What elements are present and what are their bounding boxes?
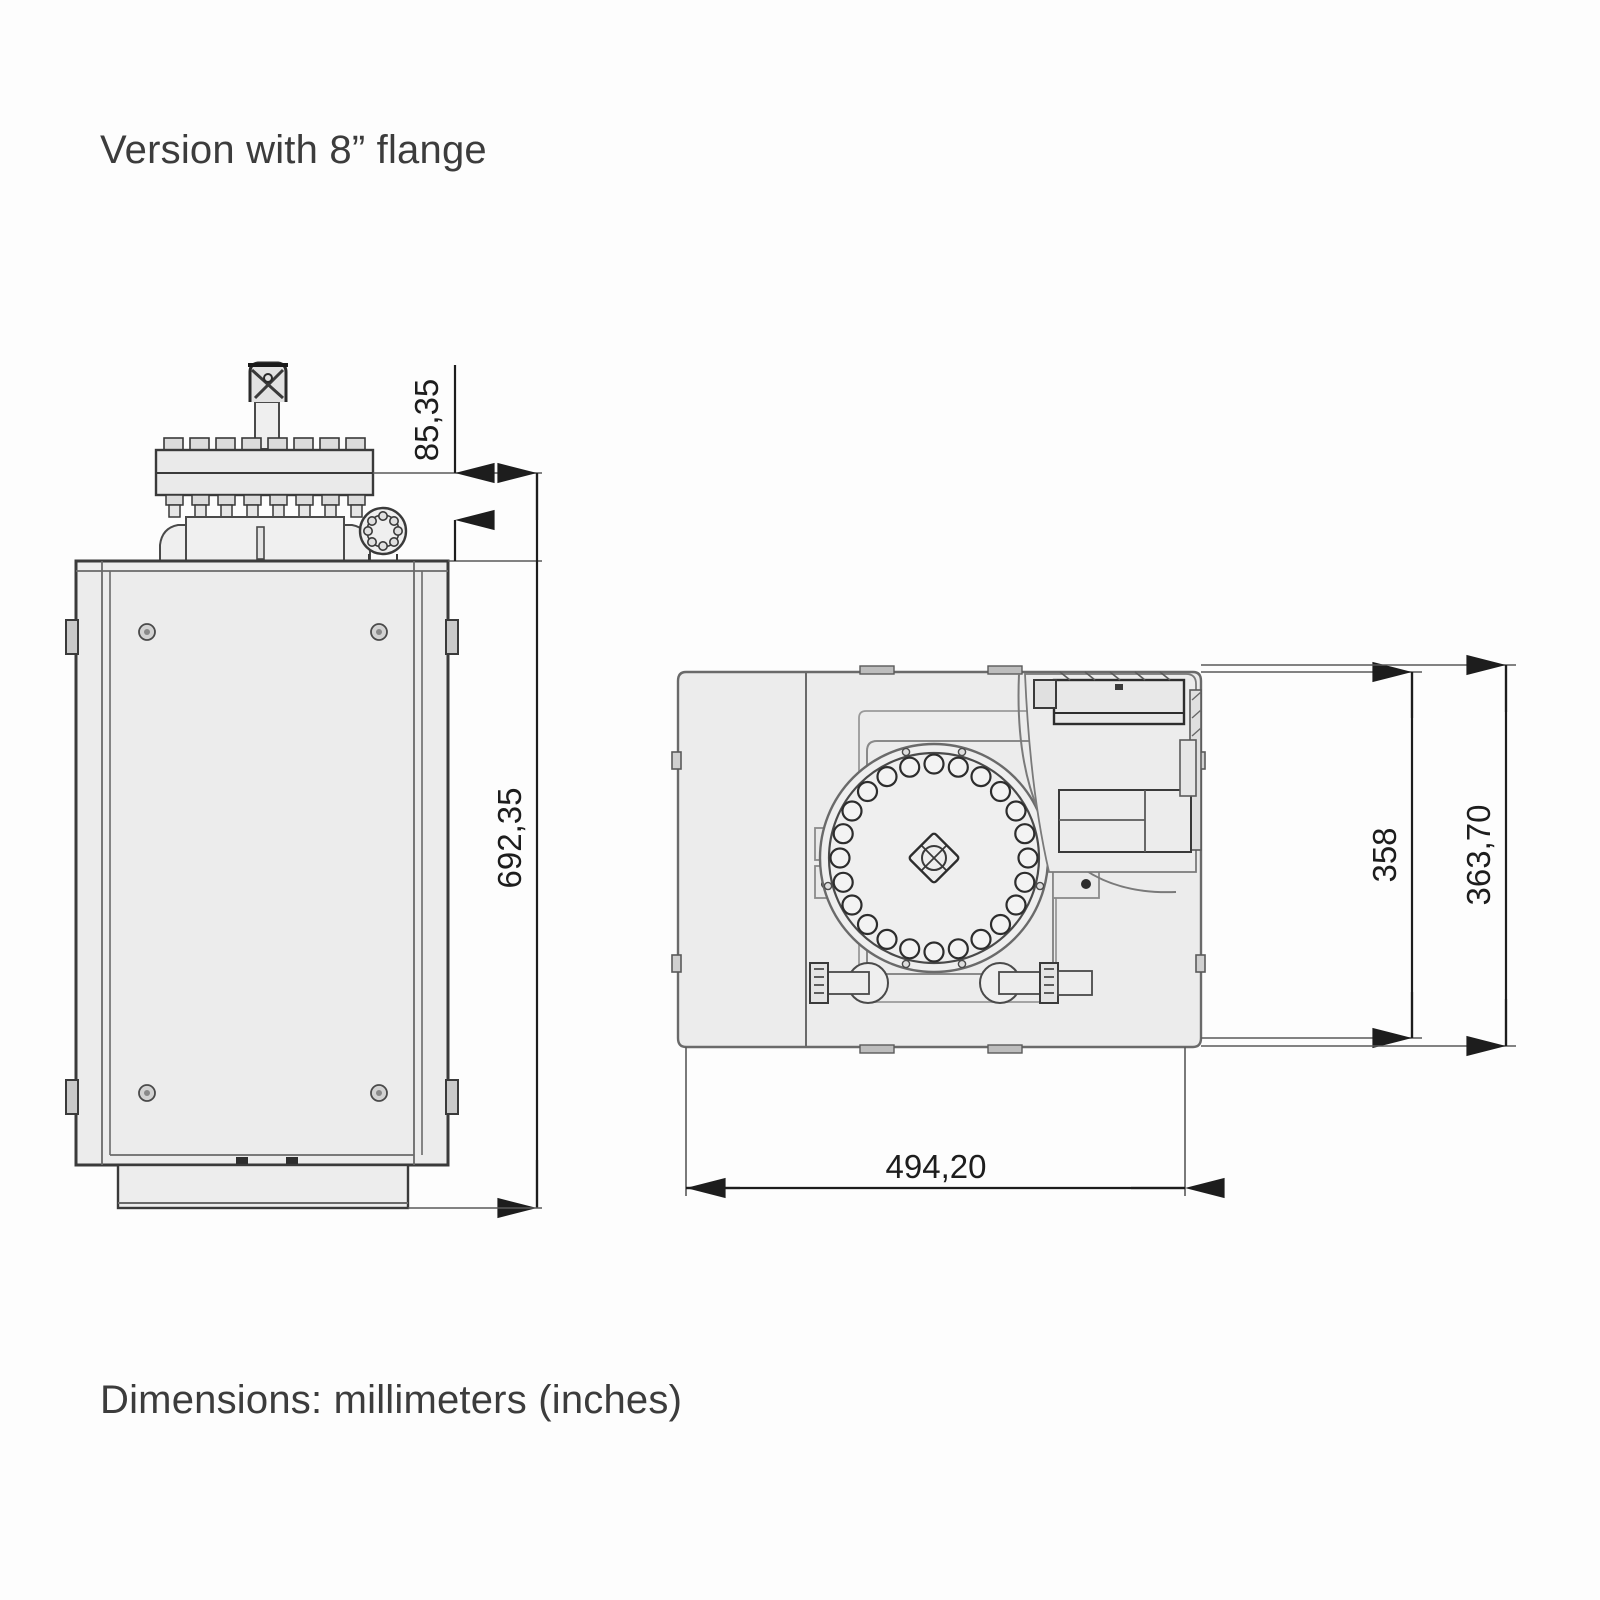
dim-358: 358 (1201, 661, 1422, 1049)
dim-85-35-label: 85,35 (408, 379, 445, 462)
dim-692-35: 692,35 (408, 462, 542, 1219)
flange-bolts-upper (163, 437, 366, 451)
port-fitting-left (809, 962, 889, 1004)
flange-neck (159, 516, 371, 563)
body-screws (138, 623, 388, 1102)
dimensions-unit-caption: Dimensions: millimeters (inches) (100, 1378, 683, 1422)
port-fitting-right (979, 962, 1093, 1004)
main-body-panel (74, 559, 450, 1167)
dim-363-70: 363,70 (1201, 654, 1516, 1057)
base-plate (116, 1163, 410, 1210)
terminal-box (1017, 671, 1202, 894)
center-square-fitting (908, 832, 960, 884)
flange-alignment-pins (823, 747, 1045, 969)
top-plan-view: 358 363,70 494,20 (671, 654, 1516, 1199)
page-title: Version with 8” flange (100, 128, 487, 172)
flange-bolts-lower (165, 494, 366, 518)
dim-85-35: 85,35 (373, 365, 542, 562)
bolt-circle (829, 753, 1039, 963)
body-bottom-studs (236, 1157, 298, 1164)
dim-363-70-label: 363,70 (1460, 805, 1497, 906)
dim-692-35-label: 692,35 (491, 788, 528, 889)
side-gauge-flange (358, 506, 408, 562)
side-mount-brackets (65, 619, 459, 1115)
front-elevation-view: 85,35 692,35 (65, 361, 542, 1219)
dim-494-20-label: 494,20 (886, 1148, 987, 1185)
bolted-flange (154, 448, 375, 497)
top-valve-fitting (248, 361, 288, 450)
dim-358-label: 358 (1366, 827, 1403, 882)
dim-494-20: 494,20 (685, 1047, 1225, 1199)
